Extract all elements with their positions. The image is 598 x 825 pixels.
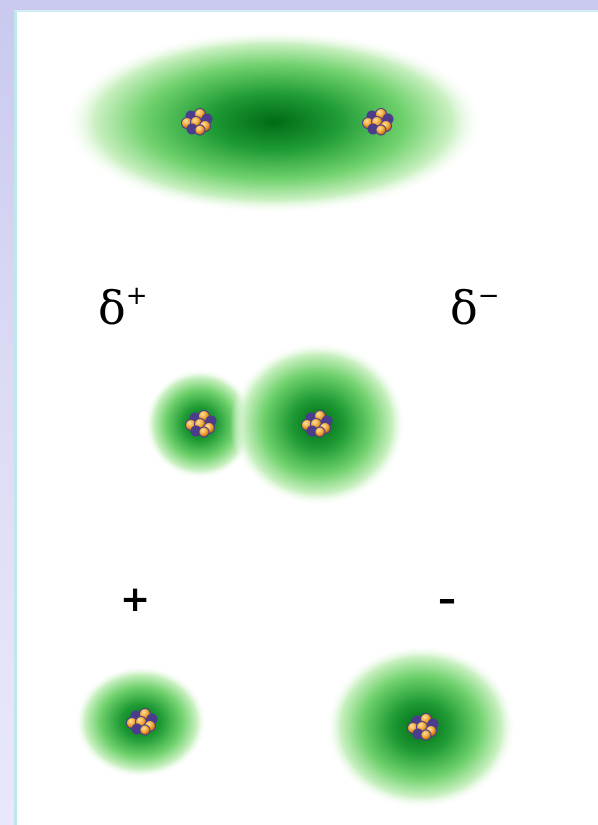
shared-electron-cloud bbox=[64, 30, 484, 214]
positive-charge-label: + bbox=[120, 582, 150, 618]
partial-negative-label: δ− bbox=[450, 283, 500, 331]
negative-charge-label: – bbox=[438, 582, 456, 618]
partial-positive-label: δ+ bbox=[98, 283, 148, 331]
